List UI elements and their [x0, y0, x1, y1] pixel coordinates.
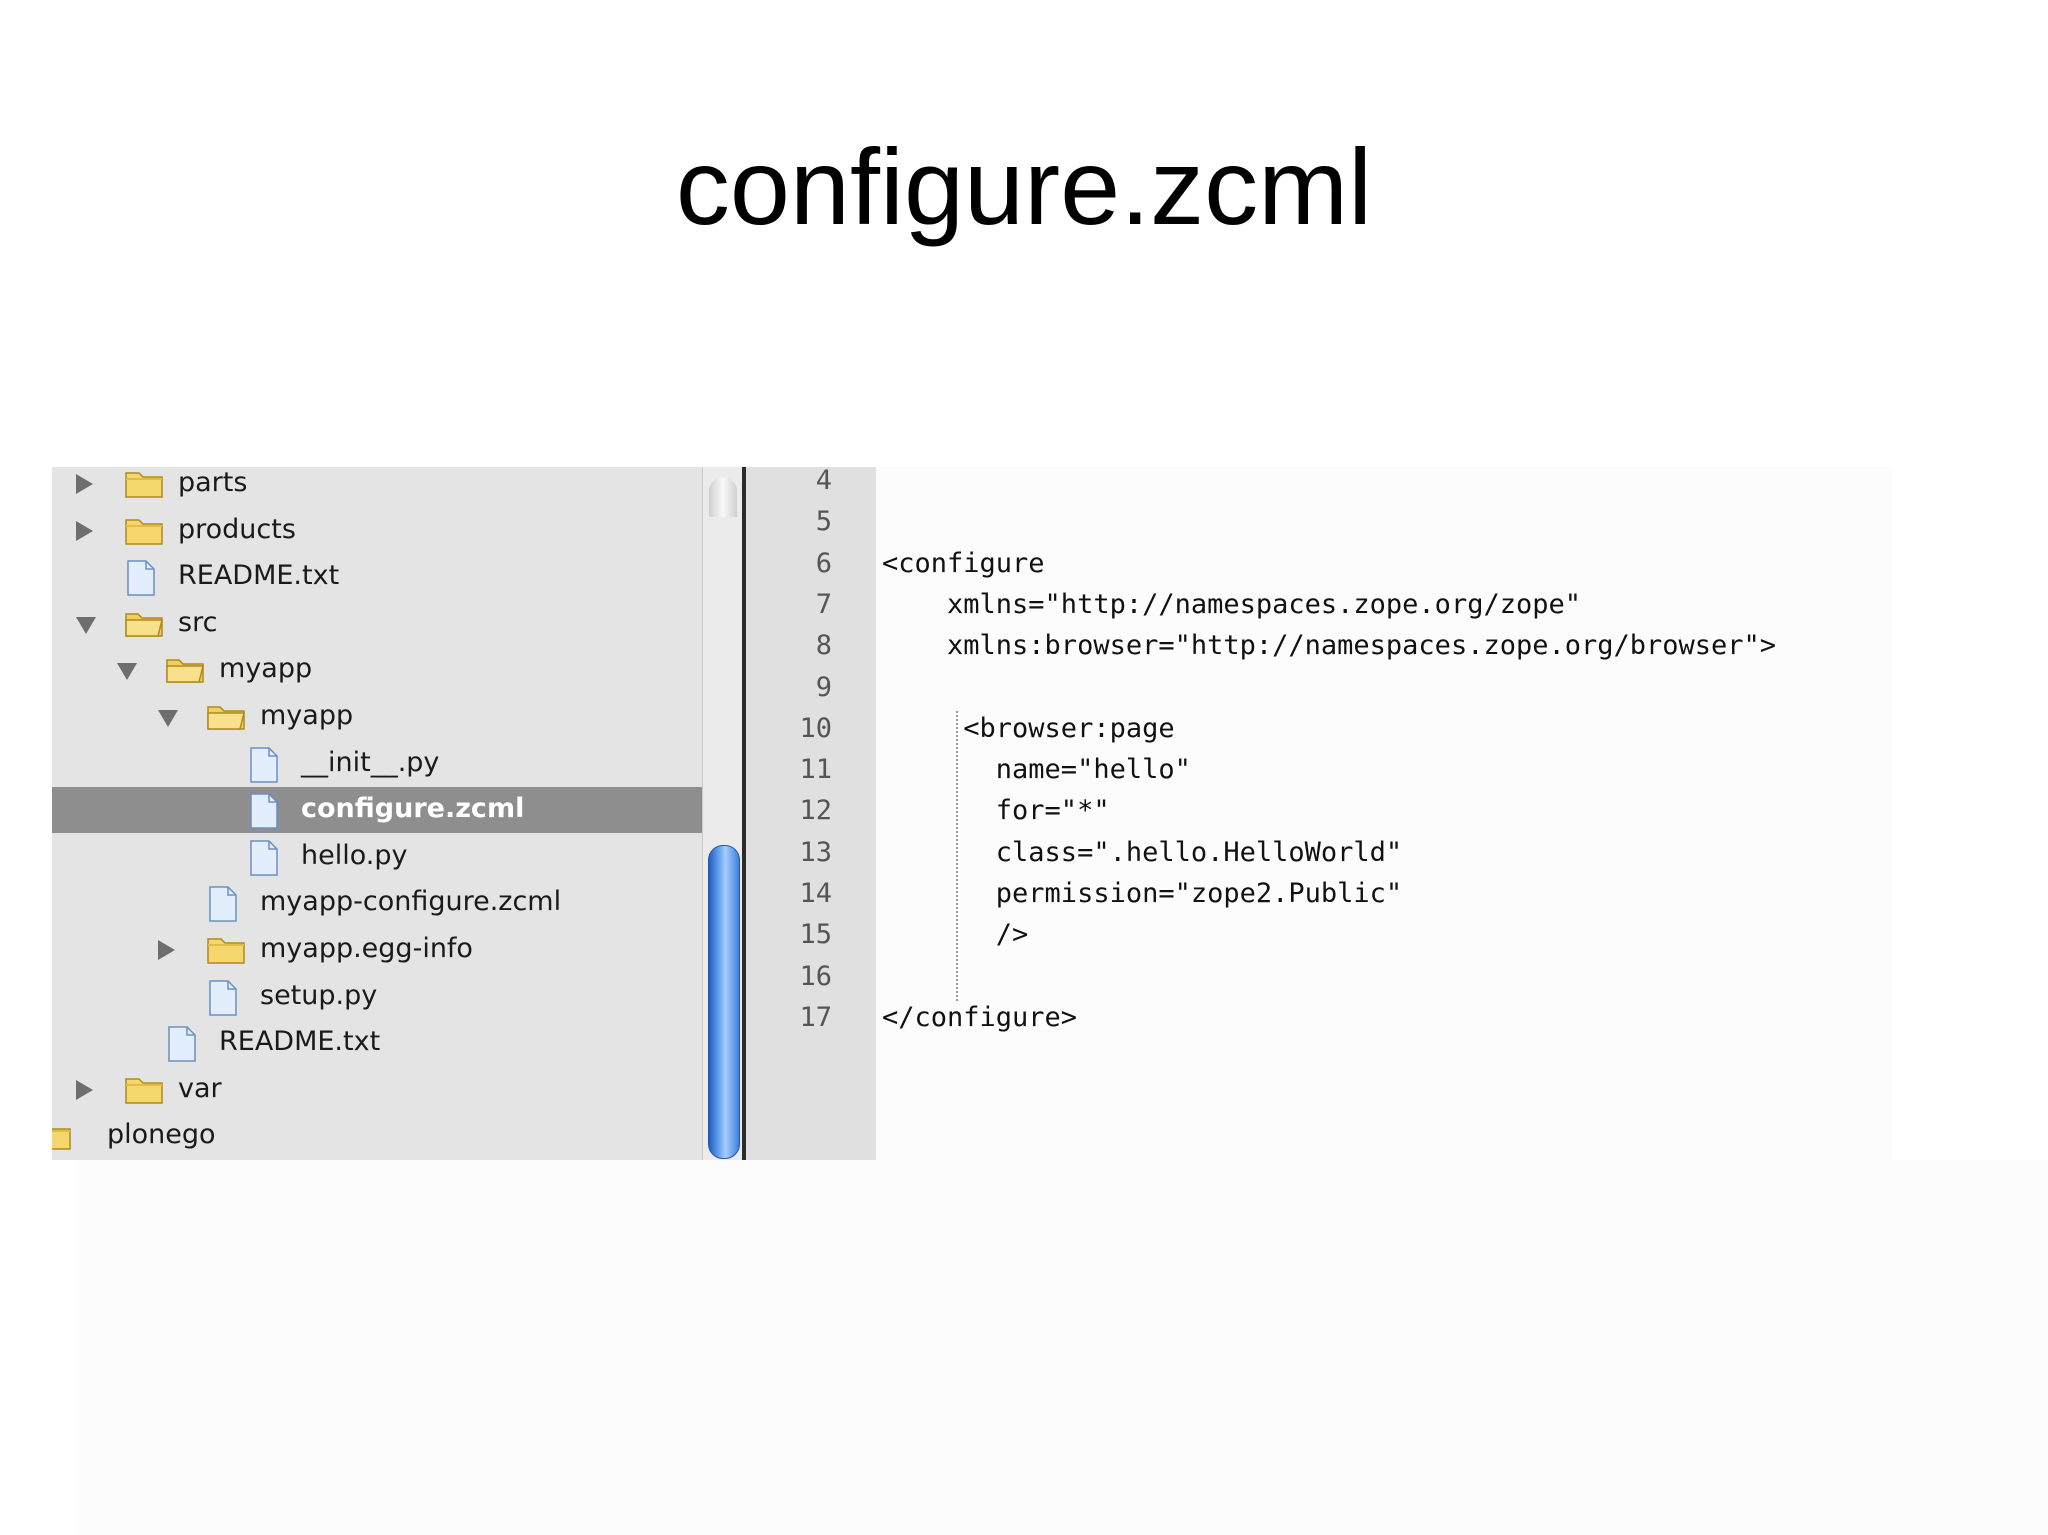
- tree-item-label: plonego: [107, 1119, 216, 1151]
- tree-item-label: myapp-configure.zcml: [260, 886, 562, 918]
- file-icon: [165, 1025, 199, 1070]
- line-number: 11: [799, 754, 832, 786]
- tree-row[interactable]: configure.zcml: [52, 787, 702, 834]
- disclosure-collapsed-icon[interactable]: [76, 1079, 93, 1100]
- tree-row[interactable]: myapp: [52, 647, 702, 693]
- folder-icon: [124, 1072, 164, 1113]
- line-number-gutter: 4 5 6 7 8 9 10 11 12 13 14 15 16 17: [746, 465, 876, 1160]
- line-number: 9: [815, 671, 832, 703]
- disclosure-collapsed-icon[interactable]: [76, 474, 93, 494]
- tree-row[interactable]: products: [52, 508, 702, 554]
- file-tree-scrollbar[interactable]: [702, 467, 743, 1160]
- file-icon: [247, 792, 281, 837]
- line-number: 8: [815, 630, 832, 662]
- file-icon: [247, 746, 281, 791]
- tree-row[interactable]: README.txt: [52, 554, 702, 600]
- tree-item-label: README.txt: [219, 1026, 381, 1058]
- pane-divider[interactable]: [742, 467, 746, 1160]
- code-line[interactable]: permission="zope2.Public": [882, 878, 1403, 909]
- tree-row[interactable]: var: [52, 1067, 702, 1113]
- disclosure-expanded-icon[interactable]: [117, 663, 137, 681]
- tree-item-label: myapp: [219, 653, 313, 685]
- file-icon: [206, 979, 240, 1024]
- code-line[interactable]: xmlns:browser="http://namespaces.zope.or…: [882, 630, 1777, 662]
- scrollbar-cap: [709, 477, 737, 517]
- slide-title: configure.zcml: [675, 126, 1373, 247]
- code-line[interactable]: <browser:page: [882, 712, 1175, 744]
- tree-item-label: var: [178, 1072, 222, 1104]
- folder-icon: [52, 1118, 72, 1159]
- disclosure-expanded-icon[interactable]: [76, 616, 96, 634]
- code-line[interactable]: class=".hello.HelloWorld": [882, 836, 1403, 868]
- tree-row[interactable]: hello.py: [52, 834, 702, 880]
- code-editor[interactable]: <configure xmlns="http://namespaces.zope…: [876, 467, 1892, 1160]
- folder-open-icon: [165, 652, 205, 693]
- tree-row[interactable]: parts: [52, 467, 702, 507]
- code-line[interactable]: for="*": [882, 795, 1110, 827]
- folder-open-icon: [206, 699, 246, 740]
- tree-row[interactable]: setup.py: [52, 974, 702, 1020]
- code-line[interactable]: <configure: [882, 547, 1045, 579]
- file-icon: [247, 839, 281, 884]
- tree-row[interactable]: myapp: [52, 694, 702, 740]
- tree-item-label: README.txt: [178, 560, 340, 592]
- code-line[interactable]: xmlns="http://namespaces.zope.org/zope": [882, 588, 1581, 620]
- tree-item-label: myapp: [260, 700, 354, 731]
- folder-icon: [124, 513, 164, 554]
- file-icon: [206, 885, 240, 930]
- disclosure-expanded-icon[interactable]: [158, 710, 178, 727]
- tree-item-label: parts: [178, 467, 248, 498]
- tree-item-label: configure.zcml: [301, 793, 525, 825]
- code-line[interactable]: </configure>: [882, 1001, 1078, 1033]
- line-number: 12: [799, 795, 832, 827]
- line-number: 15: [799, 919, 832, 951]
- tree-item-label: setup.py: [260, 979, 378, 1011]
- tree-item-label: products: [178, 513, 296, 545]
- tree-item-label: __init__.py: [301, 746, 440, 778]
- disclosure-collapsed-icon[interactable]: [158, 940, 175, 960]
- tree-item-label: src: [178, 606, 218, 638]
- tree-row[interactable]: src: [52, 601, 702, 647]
- code-line[interactable]: name="hello": [882, 754, 1191, 786]
- tree-row[interactable]: __init__.py: [52, 741, 702, 787]
- tree-row[interactable]: myapp-configure.zcml: [52, 880, 702, 926]
- line-number: 14: [799, 878, 832, 909]
- line-number: 4: [815, 465, 832, 496]
- tree-row[interactable]: README.txt: [52, 1020, 702, 1066]
- tree-item-label: myapp.egg-info: [260, 933, 473, 964]
- line-number: 13: [799, 836, 832, 868]
- line-number: 16: [799, 960, 832, 992]
- line-number: 17: [799, 1001, 832, 1033]
- tree-row[interactable]: myapp.egg-info: [52, 927, 702, 973]
- line-number: 5: [815, 506, 832, 538]
- folder-open-icon: [124, 606, 164, 647]
- line-number: 10: [799, 712, 832, 744]
- folder-icon: [124, 467, 164, 507]
- line-number: 6: [815, 547, 832, 579]
- slide-background: [78, 1160, 2048, 1535]
- tree-item-label: hello.py: [301, 839, 408, 871]
- line-number: 7: [815, 588, 832, 620]
- file-icon: [124, 559, 158, 604]
- code-line[interactable]: />: [882, 919, 1029, 951]
- tree-row[interactable]: plonego: [52, 1113, 702, 1159]
- indent-guide: [956, 711, 958, 1001]
- scrollbar-thumb[interactable]: [708, 845, 740, 1159]
- folder-icon: [206, 932, 246, 973]
- disclosure-collapsed-icon[interactable]: [76, 520, 93, 541]
